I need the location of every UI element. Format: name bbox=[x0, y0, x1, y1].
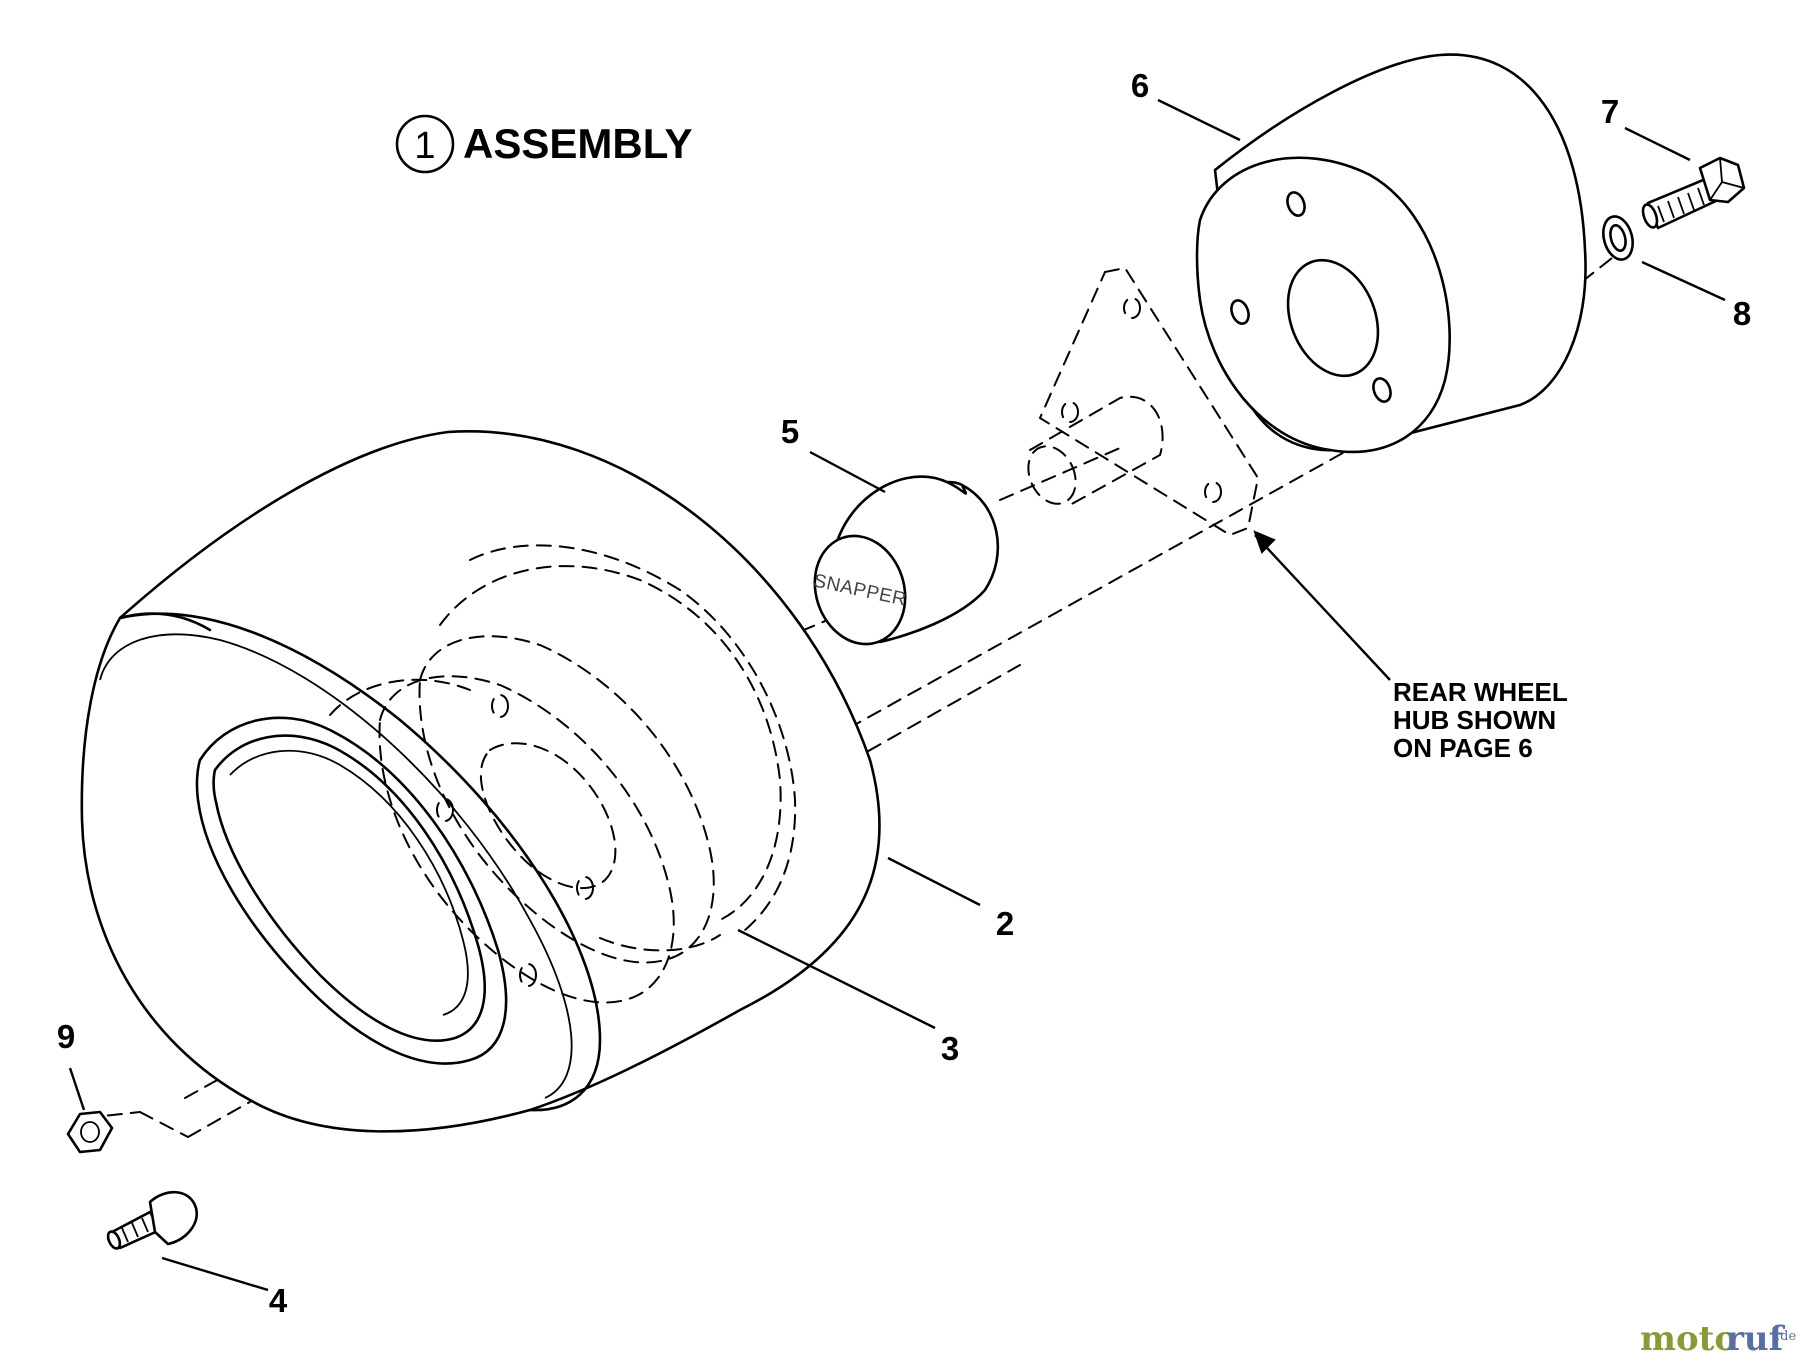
watermark-part-3: .de bbox=[1776, 1329, 1796, 1344]
valve-stem-threads bbox=[121, 1217, 149, 1243]
watermark-logo: moto ruf .de bbox=[1640, 1319, 1796, 1359]
hub-spindle-end bbox=[1027, 445, 1077, 505]
leader-lines bbox=[68, 98, 1726, 1292]
leader-note-arrow bbox=[1253, 530, 1276, 554]
callout-7: 7 bbox=[1601, 93, 1619, 130]
hub-cap-top bbox=[833, 475, 968, 550]
washer-inner bbox=[1609, 224, 1627, 252]
callout-3: 3 bbox=[941, 1030, 959, 1067]
hub-cap-face bbox=[813, 534, 907, 646]
note-line-3: ON PAGE 6 bbox=[1393, 733, 1533, 763]
rear-hub-bracket bbox=[1027, 266, 1260, 537]
rim-opening-outer bbox=[195, 716, 508, 1065]
hub-cap: SNAPPER bbox=[812, 475, 1000, 646]
rim-bolt-hole-1 bbox=[491, 694, 509, 718]
title-number: 1 bbox=[414, 125, 435, 167]
rim-disc bbox=[418, 635, 715, 964]
bolt-head-facets bbox=[1709, 157, 1745, 201]
hub-bracket-hole-2 bbox=[1061, 401, 1079, 423]
weight-center-hole bbox=[1286, 258, 1380, 378]
tire-sidewall-inner bbox=[99, 633, 573, 1099]
hub-bracket-hole-1 bbox=[1123, 297, 1141, 319]
weight-bolt-hole-3 bbox=[1372, 377, 1392, 403]
valve-stem-base bbox=[148, 1190, 198, 1246]
leader-note bbox=[1254, 534, 1391, 681]
leader-6 bbox=[1157, 98, 1241, 142]
leader-3 bbox=[737, 928, 936, 1030]
hub-spindle bbox=[1029, 395, 1164, 506]
watermark-part-2: ruf bbox=[1726, 1319, 1786, 1359]
rim-opening-inner bbox=[212, 734, 486, 1042]
wheel-weight bbox=[1195, 53, 1587, 454]
nut-body bbox=[66, 1110, 114, 1154]
title-text: ASSEMBLY bbox=[463, 120, 693, 167]
title-circle bbox=[395, 114, 455, 174]
hub-bracket-plate bbox=[1038, 266, 1260, 537]
weight-bolt-hole-2 bbox=[1230, 299, 1250, 325]
leader-4 bbox=[161, 1256, 269, 1292]
bolt bbox=[1641, 156, 1746, 230]
note-line-1: REAR WHEEL bbox=[1393, 677, 1568, 707]
hex-nut bbox=[66, 1110, 114, 1154]
callout-4: 4 bbox=[269, 1282, 288, 1319]
tire-sidewall-edge bbox=[118, 612, 602, 1112]
bolt-threads bbox=[1657, 187, 1705, 223]
leader-7 bbox=[1624, 126, 1691, 162]
callout-6: 6 bbox=[1131, 67, 1149, 104]
assembly-title: 1 ASSEMBLY bbox=[395, 114, 693, 174]
valve-stem bbox=[106, 1190, 198, 1250]
note-line-2: HUB SHOWN bbox=[1393, 705, 1556, 735]
leader-8 bbox=[1641, 260, 1726, 302]
hub-bracket-hole-3 bbox=[1204, 481, 1222, 503]
callout-numbers: 2 3 4 5 6 7 8 9 bbox=[57, 67, 1751, 1319]
rim-center-hole bbox=[479, 742, 617, 889]
callout-9: 9 bbox=[57, 1018, 75, 1055]
weight-bolt-hole-1 bbox=[1286, 191, 1306, 217]
bolt-tip bbox=[1641, 203, 1659, 229]
rim-flange-line bbox=[229, 749, 469, 1016]
rim-disc-front bbox=[378, 675, 675, 1004]
wheel-rim bbox=[329, 544, 797, 1004]
rim-back-flange-2 bbox=[469, 544, 797, 931]
nut-bore bbox=[80, 1121, 100, 1143]
rim-lower-edge bbox=[599, 934, 721, 952]
rim-back-flange bbox=[439, 565, 782, 921]
rim-bolt-hole-2 bbox=[436, 798, 454, 822]
rim-bolt-hole-4 bbox=[519, 963, 537, 987]
leader-5 bbox=[809, 450, 886, 494]
callout-5: 5 bbox=[781, 413, 799, 450]
rim-bolt-hole-3 bbox=[576, 876, 594, 900]
lock-washer bbox=[1602, 215, 1634, 261]
leader-2 bbox=[887, 856, 981, 907]
leader-9 bbox=[68, 1067, 86, 1111]
reference-note: REAR WHEEL HUB SHOWN ON PAGE 6 bbox=[1393, 677, 1568, 763]
callout-2: 2 bbox=[996, 905, 1014, 942]
valve-stem-tip bbox=[106, 1230, 122, 1250]
rim-upper-edge bbox=[329, 678, 471, 716]
callout-8: 8 bbox=[1733, 295, 1751, 332]
watermark-part-1: moto bbox=[1640, 1319, 1737, 1359]
